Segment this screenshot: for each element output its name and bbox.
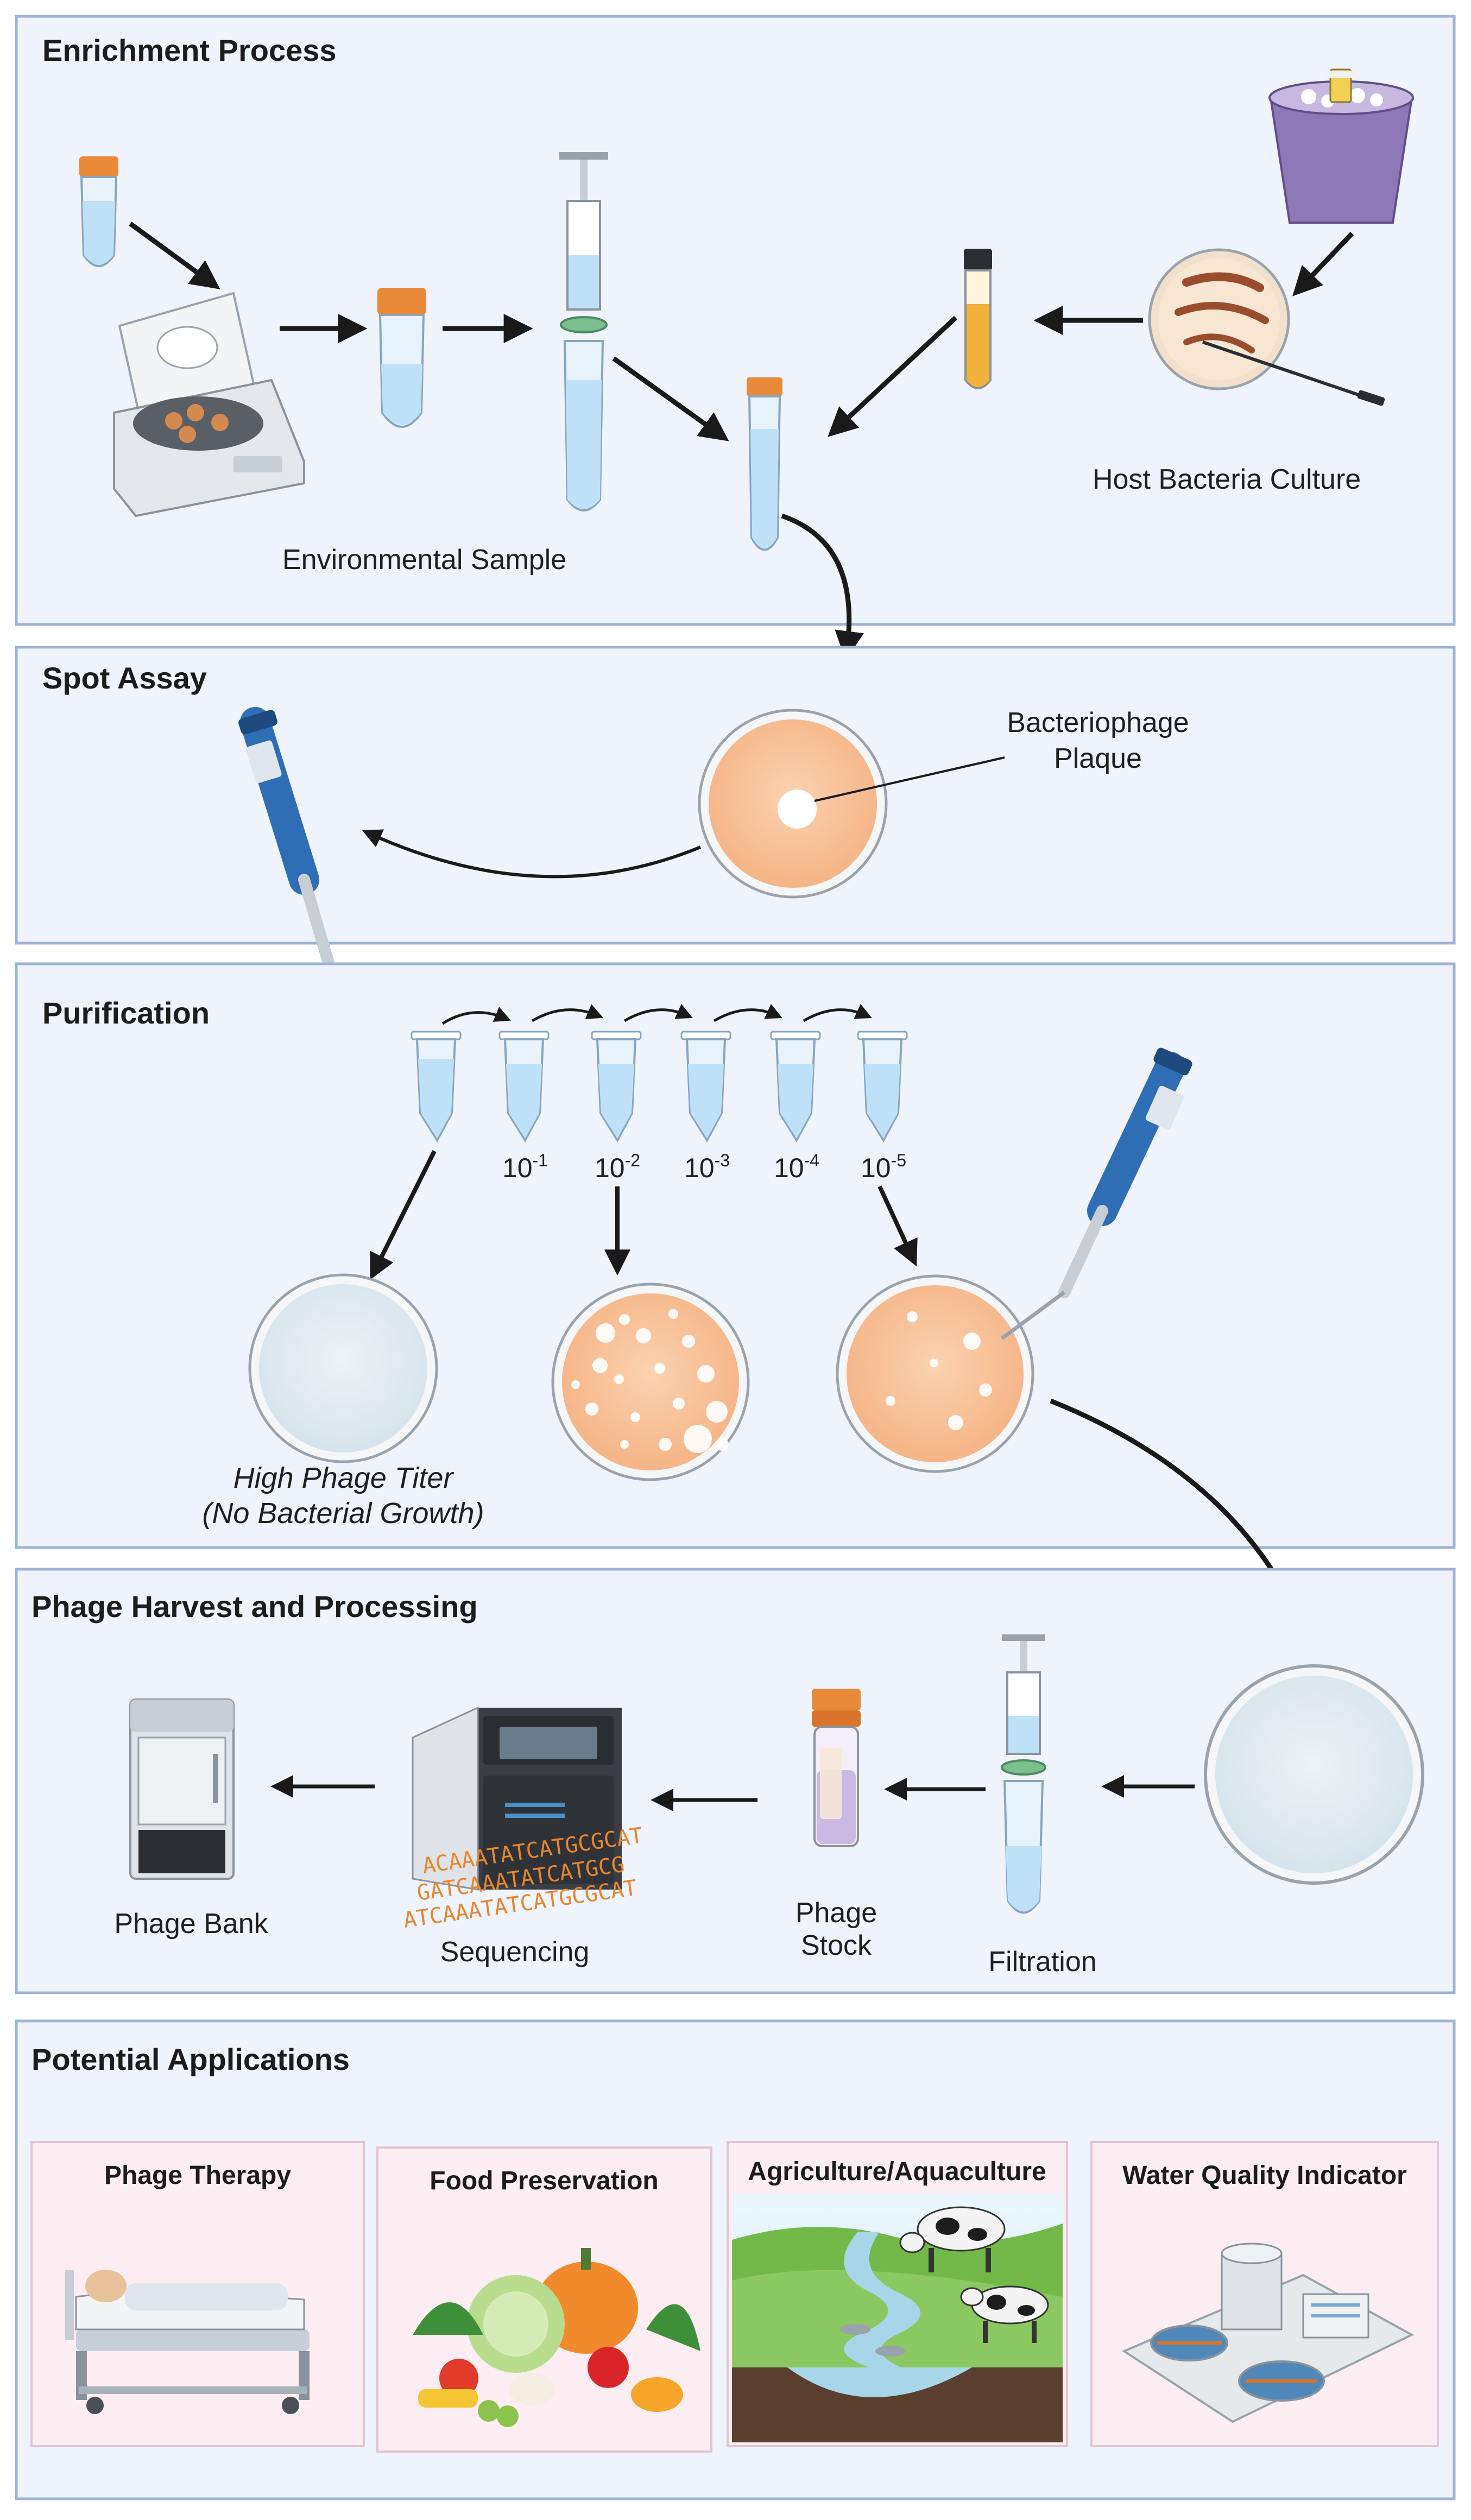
spot-assay-title: Spot Assay [42, 661, 207, 695]
enriched-culture-tube [747, 377, 782, 551]
phage-stock-label-line1: Phage [796, 1897, 877, 1929]
filtration-label: Filtration [988, 1946, 1096, 1978]
serial-transfer-arrows [441, 1003, 872, 1025]
phage-bank-label: Phage Bank [114, 1908, 268, 1940]
application-card-agriculture: Agriculture/Aquaculture [727, 2141, 1068, 2447]
dilution-label-1: 10-1 [502, 1151, 548, 1183]
plaque-plate-sparse [836, 1274, 1034, 1473]
dilution-tubes [411, 1031, 908, 1142]
card-title-agriculture: Agriculture/Aquaculture [748, 2157, 1046, 2186]
centrifuge-icon [113, 292, 305, 517]
dilution-tube-3 [680, 1031, 731, 1142]
syringe-filter-icon [559, 152, 608, 511]
applications-title: Potential Applications [31, 2042, 350, 2076]
host-culture-label: Host Bacteria Culture [1093, 464, 1361, 495]
phage-stock-label-line2: Stock [801, 1930, 872, 1961]
sample-tube-small [79, 156, 118, 267]
hospital-bed-icon [65, 2270, 310, 2414]
freezer-icon [129, 1698, 235, 1880]
sequencing-label: Sequencing [440, 1936, 590, 1968]
clear-plate-icon [248, 1273, 438, 1463]
plaque-label-line1: Bacteriophage [1007, 707, 1189, 738]
application-card-phage-therapy: Phage Therapy [30, 2141, 365, 2447]
streak-plate-icon [1148, 248, 1385, 406]
plaque-pointer-line [814, 756, 1005, 802]
ice-bucket-icon [1268, 68, 1414, 224]
high-titer-label-line2: (No Bacterial Growth) [202, 1497, 484, 1530]
applications-panel: Potential Applications Phage Therapy Foo… [15, 2019, 1456, 2500]
dilution-label-2: 10-2 [595, 1151, 640, 1183]
culture-tube-icon [964, 249, 992, 389]
pipette-icon [238, 707, 417, 1031]
card-title-food-preservation: Food Preservation [430, 2167, 658, 2195]
dilution-label-5: 10-5 [861, 1151, 906, 1183]
plaque-label-line2: Plaque [1054, 743, 1142, 774]
environmental-sample-label: Environmental Sample [282, 544, 566, 576]
spot-assay-panel-box [15, 646, 1456, 945]
farm-landscape-icon [732, 2194, 1063, 2442]
purification-panel: Purification [15, 962, 1456, 1668]
harvest-panel: Phage Harvest and Processing Filtration [15, 1568, 1456, 1994]
application-card-water-quality: Water Quality Indicator [1090, 2141, 1439, 2447]
purification-panel-box [15, 962, 1456, 1549]
plaque-plate-dense [551, 1283, 750, 1481]
harvest-title: Phage Harvest and Processing [31, 1589, 478, 1624]
card-title-phage-therapy: Phage Therapy [104, 2161, 291, 2190]
high-titer-label-line1: High Phage Titer [233, 1462, 454, 1494]
dilution-label-3: 10-3 [684, 1151, 730, 1183]
filtration-syringe-icon [1001, 1634, 1046, 1914]
phage-stock-tube-icon [812, 1689, 861, 1847]
water-treatment-plant-icon [1121, 2243, 1415, 2423]
dilution-tube-4 [770, 1031, 821, 1142]
dilution-tube-2 [591, 1031, 642, 1142]
dilution-tube-1 [498, 1031, 550, 1142]
dilution-tube-5 [857, 1031, 908, 1142]
pipette-icon-right [1000, 1047, 1192, 1340]
stock-tube [411, 1031, 462, 1142]
spot-assay-panel: Spot Assay Bacteriophage Plaque [15, 646, 1456, 1031]
spot-plate-icon [698, 709, 888, 899]
purification-title: Purification [42, 996, 210, 1030]
enrichment-panel: Enrichment Process [15, 15, 1456, 661]
dilution-label-4: 10-4 [774, 1151, 819, 1183]
flow-arrow-plate-to-pipette [362, 829, 702, 879]
harvest-plate-icon [1204, 1664, 1424, 1885]
sequencer-icon [412, 1706, 622, 1891]
vegetables-icon [413, 2248, 700, 2427]
flow-arrow-to-spot-assay [781, 513, 864, 661]
falcon-tube [377, 288, 426, 428]
application-card-food-preservation: Food Preservation [376, 2146, 712, 2453]
enrichment-title: Enrichment Process [42, 33, 337, 67]
card-title-water-quality: Water Quality Indicator [1122, 2161, 1407, 2190]
